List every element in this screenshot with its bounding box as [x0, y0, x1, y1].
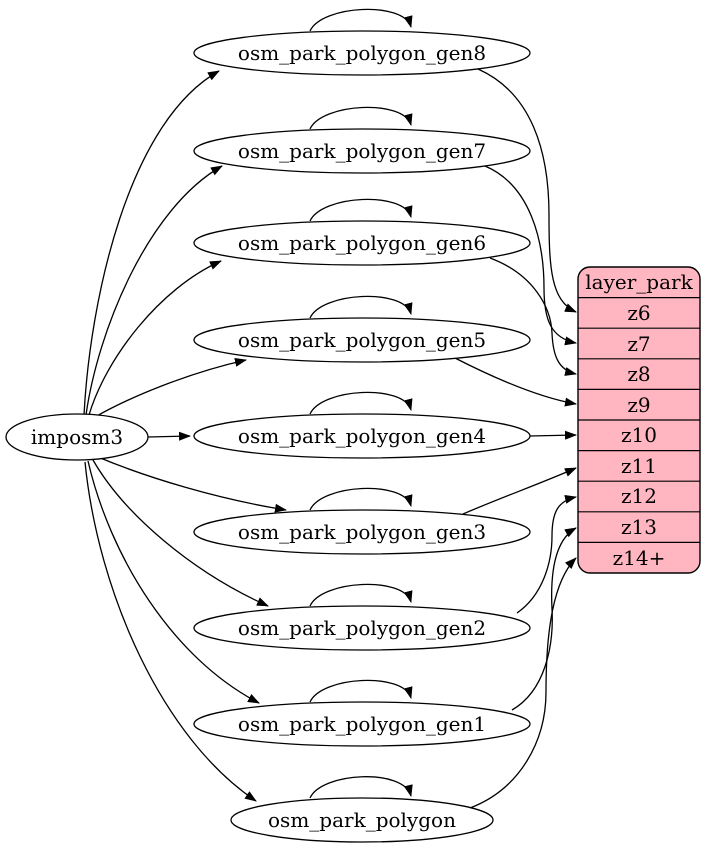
self-loop-osm-park-polygon-gen4: [309, 391, 413, 415]
node-osm-park-polygon-gen7-label: osm_park_polygon_gen7: [238, 139, 486, 163]
self-loop-osm-park-polygon-gen8: [309, 8, 413, 32]
node-osm-park-polygon-gen4-shape: [193, 413, 531, 459]
node-osm-park-polygon-gen4: osm_park_polygon_gen4: [193, 413, 531, 459]
self-loop-osm-park-polygon-gen3: [309, 487, 413, 511]
self-loop-edges: [309, 8, 413, 799]
self-loop-osm-park-polygon-gen5: [309, 295, 413, 319]
node-osm-park-polygon-gen6-shape: [193, 220, 531, 266]
table-row-z14plus: z14+: [613, 546, 666, 570]
node-osm-park-polygon-gen6: osm_park_polygon_gen6: [193, 220, 531, 266]
node-osm-park-polygon-gen7: osm_park_polygon_gen7: [193, 128, 531, 174]
node-osm-park-polygon-gen1-shape: [193, 701, 531, 747]
node-osm-park-polygon-gen5-shape: [193, 317, 531, 363]
node-osm-park-polygon-gen1-label: osm_park_polygon_gen1: [238, 712, 486, 736]
edge-imposm3-to-osm-park-polygon-gen3: [97, 456, 287, 513]
table-layer-park: layer_park z6 z7 z8 z9 z10 z11 z12 z13 z…: [577, 266, 701, 574]
node-osm-park-polygon-gen8: osm_park_polygon_gen8: [193, 30, 531, 76]
node-imposm3-shape: [5, 413, 149, 461]
table-row-z8: z8: [627, 362, 650, 386]
edge-osm-park-polygon-gen8-to-z6: [477, 68, 577, 313]
table-row-z7: z7: [627, 332, 650, 356]
node-osm-park-polygon-gen6-label: osm_park_polygon_gen6: [238, 231, 486, 255]
table-row-z12: z12: [621, 484, 657, 508]
edge-osm-park-polygon-gen5-to-z9: [454, 357, 577, 407]
node-osm-park-polygon-label: osm_park_polygon: [268, 808, 456, 832]
table-row-z11: z11: [621, 454, 657, 478]
node-osm-park-polygon: osm_park_polygon: [230, 797, 494, 843]
edge-imposm3-to-osm-park-polygon-gen7: [85, 165, 223, 416]
node-osm-park-polygon-gen5-label: osm_park_polygon_gen5: [238, 328, 486, 352]
node-osm-park-polygon-gen4-label: osm_park_polygon_gen4: [238, 424, 486, 448]
edge-osm-park-polygon-gen3-to-z11: [462, 467, 577, 515]
edge-imposm3-to-osm-park-polygon-gen2: [92, 459, 269, 607]
edge-osm-park-polygon-to-z14plus: [469, 557, 577, 809]
self-loop-osm-park-polygon: [309, 776, 413, 799]
edges-to-layer-table: [454, 68, 577, 809]
edge-imposm3-to-osm-park-polygon-gen8: [83, 70, 220, 416]
self-loop-osm-park-polygon-gen1: [309, 679, 413, 703]
table-row-z13: z13: [621, 515, 657, 539]
edge-imposm3-to-osm-park-polygon-gen5: [94, 358, 247, 418]
node-osm-park-polygon-shape: [230, 797, 494, 843]
node-osm-park-polygon-gen7-shape: [193, 128, 531, 174]
self-loop-osm-park-polygon-gen6: [309, 198, 413, 222]
node-osm-park-polygon-gen3: osm_park_polygon_gen3: [193, 509, 531, 555]
edge-osm-park-polygon-gen4-to-z10: [529, 430, 577, 440]
edge-osm-park-polygon-gen1-to-z13: [511, 527, 577, 711]
edge-osm-park-polygon-gen6-to-z8: [489, 257, 577, 376]
node-osm-park-polygon-gen1: osm_park_polygon_gen1: [193, 701, 531, 747]
edge-imposm3-to-osm-park-polygon-gen4: [147, 431, 191, 441]
edges-from-imposm3: [83, 70, 287, 802]
node-osm-park-polygon-gen8-shape: [193, 30, 531, 76]
edge-osm-park-polygon-gen2-to-z12: [516, 494, 577, 614]
edge-imposm3-to-osm-park-polygon: [84, 461, 257, 802]
table-row-z6: z6: [627, 301, 650, 325]
node-imposm3: imposm3: [5, 413, 149, 461]
edge-imposm3-to-osm-park-polygon-gen6: [88, 260, 222, 416]
table-header-layer-park: layer_park: [585, 270, 693, 294]
node-imposm3-label: imposm3: [31, 425, 123, 449]
table-row-z9: z9: [627, 393, 650, 417]
node-osm-park-polygon-gen2: osm_park_polygon_gen2: [193, 605, 531, 651]
edge-osm-park-polygon-gen7-to-z7: [484, 165, 577, 346]
table-row-z10: z10: [621, 423, 657, 447]
node-osm-park-polygon-gen3-label: osm_park_polygon_gen3: [238, 520, 486, 544]
edge-imposm3-to-osm-park-polygon-gen1: [87, 460, 260, 704]
node-osm-park-polygon-gen8-label: osm_park_polygon_gen8: [238, 41, 486, 65]
self-loop-osm-park-polygon-gen2: [309, 583, 413, 607]
self-loop-osm-park-polygon-gen7: [309, 106, 413, 130]
node-osm-park-polygon-gen3-shape: [193, 509, 531, 555]
node-osm-park-polygon-gen2-shape: [193, 605, 531, 651]
node-osm-park-polygon-gen2-label: osm_park_polygon_gen2: [238, 616, 486, 640]
node-osm-park-polygon-gen5: osm_park_polygon_gen5: [193, 317, 531, 363]
